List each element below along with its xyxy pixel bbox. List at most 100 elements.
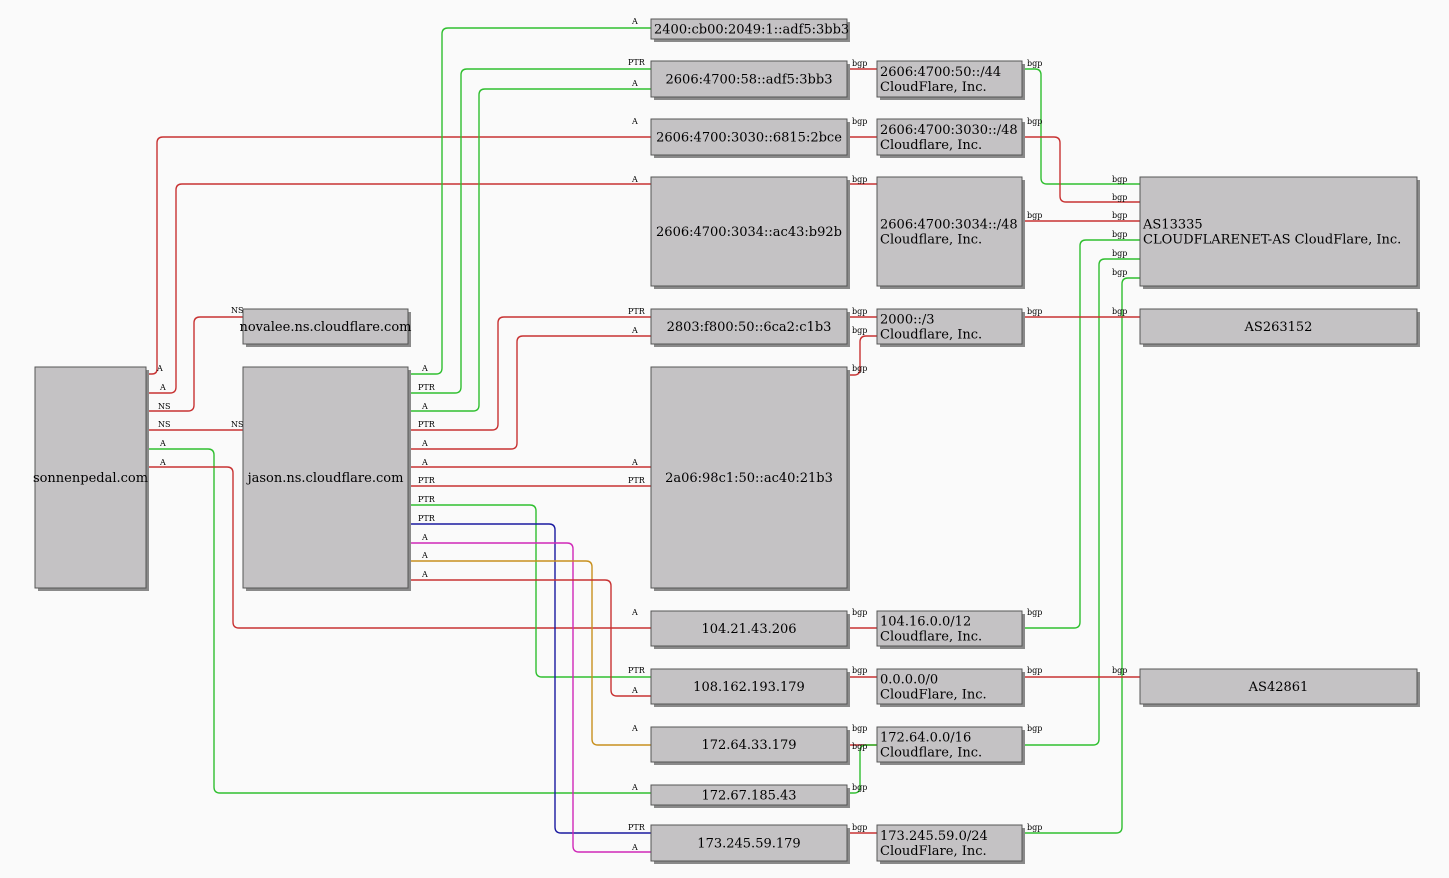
node-box bbox=[876, 726, 1023, 763]
node-ip-108[interactable]: 108.162.193.179 bbox=[650, 668, 850, 707]
node-ip-2606-3034[interactable]: 2606:4700:3034::ac43:b92b bbox=[650, 176, 850, 289]
edge-jason-to-ip_2803-a: AA bbox=[408, 326, 651, 450]
node-box bbox=[650, 60, 848, 98]
edge-head-label: NS bbox=[231, 306, 243, 315]
node-label: 2400:cb00:2049:1::adf5:3bb3 bbox=[654, 23, 849, 38]
edge-head-label: A bbox=[631, 608, 638, 617]
node-ip-2400[interactable]: 2400:cb00:2049:1::adf5:3bb3 bbox=[650, 18, 850, 42]
edge-head-label: PTR bbox=[628, 307, 646, 316]
edge-line bbox=[408, 335, 651, 450]
edge-pfx_173-to-as13335-bgp: bgp bgp bbox=[1022, 268, 1140, 834]
node-sublabel: CLOUDFLARENET-AS CloudFlare, Inc. bbox=[1143, 233, 1401, 248]
node-label: 172.64.33.179 bbox=[701, 738, 796, 753]
node-box bbox=[650, 308, 848, 345]
node-ip-104[interactable]: 104.21.43.206 bbox=[650, 610, 850, 649]
edge-head-label: bgp bbox=[852, 326, 867, 335]
node-sublabel: Cloudflare, Inc. bbox=[880, 138, 982, 153]
edge-ip_2803-to-pfx_2000_3-bgp: bgp bbox=[847, 307, 877, 318]
edge-tail-label: A bbox=[421, 551, 428, 560]
edge-head-label: PTR bbox=[628, 666, 646, 675]
edge-line bbox=[147, 183, 651, 394]
edge-head-label: A bbox=[631, 326, 638, 335]
edge-jason-to-ip_173-ptr: PTR PTR bbox=[408, 514, 651, 834]
node-label: 2000::/3 bbox=[880, 313, 935, 328]
node-label: sonnenpedal.com bbox=[33, 471, 148, 486]
edge-tail-label: A bbox=[421, 458, 428, 467]
edge-tail-label: bgp bbox=[1027, 666, 1042, 675]
edge-head-label: PTR bbox=[628, 823, 646, 832]
node-label: 2606:4700:3034::/48 bbox=[880, 218, 1018, 233]
edge-head-label: bgp bbox=[1112, 211, 1127, 220]
node-box bbox=[34, 366, 147, 589]
node-box bbox=[876, 118, 1023, 156]
edge-tail-label: bgp bbox=[1027, 211, 1042, 220]
edge-head-label: bgp bbox=[1112, 268, 1127, 277]
node-box bbox=[242, 366, 409, 589]
edge-line bbox=[1022, 239, 1140, 629]
edge-head-label: bgp bbox=[1112, 307, 1127, 316]
node-sonnenpedal[interactable]: sonnenpedal.com bbox=[33, 366, 149, 591]
node-novalee[interactable]: novalee.ns.cloudflare.com bbox=[239, 308, 412, 347]
node-box bbox=[876, 60, 1023, 98]
node-sublabel: CloudFlare, Inc. bbox=[880, 688, 987, 703]
node-sublabel: Cloudflare, Inc. bbox=[880, 328, 982, 343]
edge-tail-label: A bbox=[421, 402, 428, 411]
node-as263152[interactable]: AS263152 bbox=[1139, 308, 1420, 347]
edge-ip_2606_3034-to-pfx_3034_48-bgp: bgp bbox=[847, 175, 877, 185]
edge-tail-label: A bbox=[421, 439, 428, 448]
edge-line bbox=[1022, 136, 1140, 203]
node-ip-2a06[interactable]: 2a06:98c1:50::ac40:21b3 bbox=[650, 366, 850, 591]
edge-line bbox=[147, 448, 651, 794]
edge-tail-label: A bbox=[156, 364, 163, 373]
edge-line bbox=[408, 579, 651, 697]
node-label: AS13335 bbox=[1142, 218, 1203, 233]
node-box bbox=[650, 18, 848, 40]
node-ip-2606-3030[interactable]: 2606:4700:3030::6815:2bce bbox=[650, 118, 850, 158]
edge-head-label: bgp bbox=[1112, 249, 1127, 258]
node-ip-173[interactable]: 173.245.59.179 bbox=[650, 824, 850, 864]
node-jason[interactable]: jason.ns.cloudflare.com bbox=[242, 366, 411, 591]
edge-tail-label: NS bbox=[158, 420, 170, 429]
edge-tail-label: bgp bbox=[852, 724, 867, 733]
edge-head-label: A bbox=[631, 458, 638, 467]
node-ip-2803[interactable]: 2803:f800:50::6ca2:c1b3 bbox=[650, 308, 850, 347]
edge-head-label: bgp bbox=[852, 742, 867, 751]
node-ip-172-67[interactable]: 172.67.185.43 bbox=[650, 784, 850, 808]
edge-tail-label: bgp bbox=[852, 666, 867, 675]
node-label: 104.21.43.206 bbox=[701, 622, 796, 637]
edge-tail-label: bgp bbox=[1027, 59, 1042, 68]
node-label: novalee.ns.cloudflare.com bbox=[239, 320, 411, 335]
edge-line bbox=[1022, 258, 1140, 746]
edge-sonnenpedal-to-ip_2606_3030-a: AA bbox=[147, 117, 651, 375]
edge-tail-label: bgp bbox=[852, 364, 867, 373]
node-ip-172-64[interactable]: 172.64.33.179 bbox=[650, 726, 850, 765]
edge-ip_2606_58-to-pfx_50_44-bgp: bgp bbox=[847, 59, 877, 70]
edge-pfx_172_64-to-as13335-bgp: bgp bgp bbox=[1022, 249, 1140, 746]
edge-line bbox=[408, 88, 651, 412]
node-ip-2606-58[interactable]: 2606:4700:58::adf5:3bb3 bbox=[650, 60, 850, 100]
node-as42861[interactable]: AS42861 bbox=[1139, 668, 1420, 707]
edge-tail-label: PTR bbox=[418, 476, 436, 485]
edge-head-label: bgp bbox=[1112, 230, 1127, 239]
edge-head-label: A bbox=[631, 117, 638, 126]
edge-line bbox=[408, 542, 651, 853]
node-box bbox=[1139, 668, 1418, 705]
node-label: 2606:4700:3030::6815:2bce bbox=[656, 131, 842, 146]
edge-line bbox=[408, 523, 651, 834]
node-box bbox=[650, 610, 848, 647]
edge-pfx_104-to-as13335-bgp: bgp bgp bbox=[1022, 230, 1140, 629]
